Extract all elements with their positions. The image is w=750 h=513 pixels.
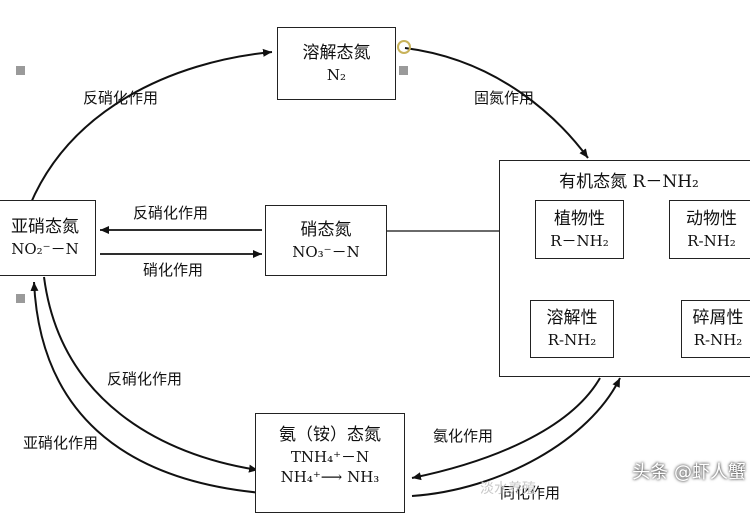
- node-formula: R-NH₂: [693, 331, 743, 350]
- node-animal: 动物性 R-NH₂: [669, 200, 750, 259]
- watermark: 头条 @虾人蟹: [632, 462, 746, 483]
- arrow-n2-to-organic: [404, 47, 589, 159]
- selection-handle-icon: [16, 294, 25, 303]
- node-formula: R－NH₂: [550, 231, 609, 250]
- node-formula: R-NH₂: [547, 331, 597, 350]
- node-title: 氨（铵）态氮: [279, 425, 381, 445]
- label-assimilation: 同化作用: [500, 484, 561, 502]
- arrow-ammonia-to-organic: [411, 377, 621, 497]
- label-nitrification: 硝化作用: [143, 261, 204, 279]
- node-formula: NO₂⁻－N: [11, 240, 79, 259]
- arrow-organic-to-ammonia: [411, 377, 601, 481]
- node-title: 碎屑性: [692, 308, 744, 329]
- node-formula-equilibrium: NH₄⁺⟶ NH₃: [280, 468, 380, 487]
- nitrogen-cycle-diagram: 溶解态氮 N₂ 亚硝态氮 NO₂⁻－N 硝态氮 NO₃⁻－N 有机态氮 R－NH…: [0, 27, 750, 513]
- node-dissolved-n2: 溶解态氮 N₂: [277, 27, 396, 100]
- label-denitrification-low: 反硝化作用: [107, 370, 183, 388]
- selection-handle-icon: [16, 66, 25, 75]
- node-formula: NO₃⁻－N: [292, 242, 360, 261]
- node-title: 溶解性: [546, 308, 598, 329]
- node-formula: TNH₄⁺－N: [290, 447, 370, 466]
- node-nitrite: 亚硝态氮 NO₂⁻－N: [0, 200, 96, 276]
- node-formula: R-NH₂: [687, 231, 736, 250]
- node-title: 亚硝态氮: [11, 217, 79, 238]
- label-denitrification-mid: 反硝化作用: [133, 204, 209, 222]
- node-plant: 植物性 R－NH₂: [535, 200, 624, 259]
- node-title: 硝态氮: [300, 219, 352, 240]
- label-denitrification-top: 反硝化作用: [83, 89, 159, 107]
- handle-ring-icon: [397, 40, 411, 54]
- faint-watermark-text: 淡水养殖: [480, 481, 536, 497]
- node-title: 动物性: [686, 208, 737, 229]
- arrow-ammonia-to-nitrite: [30, 281, 263, 494]
- node-nitrate: 硝态氮 NO₃⁻－N: [265, 205, 387, 276]
- selection-handle-icon: [399, 66, 408, 75]
- label-nitritation: 亚硝化作用: [23, 434, 99, 452]
- node-ammonia: 氨（铵）态氮 TNH₄⁺－N NH₄⁺⟶ NH₃: [255, 413, 405, 513]
- arrow-nitrite-to-ammonia: [43, 276, 259, 473]
- arrow-nitrite-to-n2: [29, 48, 273, 206]
- node-soluble: 溶解性 R-NH₂: [530, 300, 614, 358]
- label-nitrogen-fixation: 固氮作用: [474, 89, 535, 107]
- node-detritus: 碎屑性 R-NH₂: [681, 300, 750, 358]
- node-title: 溶解态氮: [302, 42, 371, 63]
- node-formula: N₂: [326, 65, 347, 84]
- node-title: 植物性: [554, 208, 605, 229]
- label-ammonification: 氨化作用: [433, 427, 494, 445]
- node-title: 有机态氮 R－NH₂: [559, 172, 699, 192]
